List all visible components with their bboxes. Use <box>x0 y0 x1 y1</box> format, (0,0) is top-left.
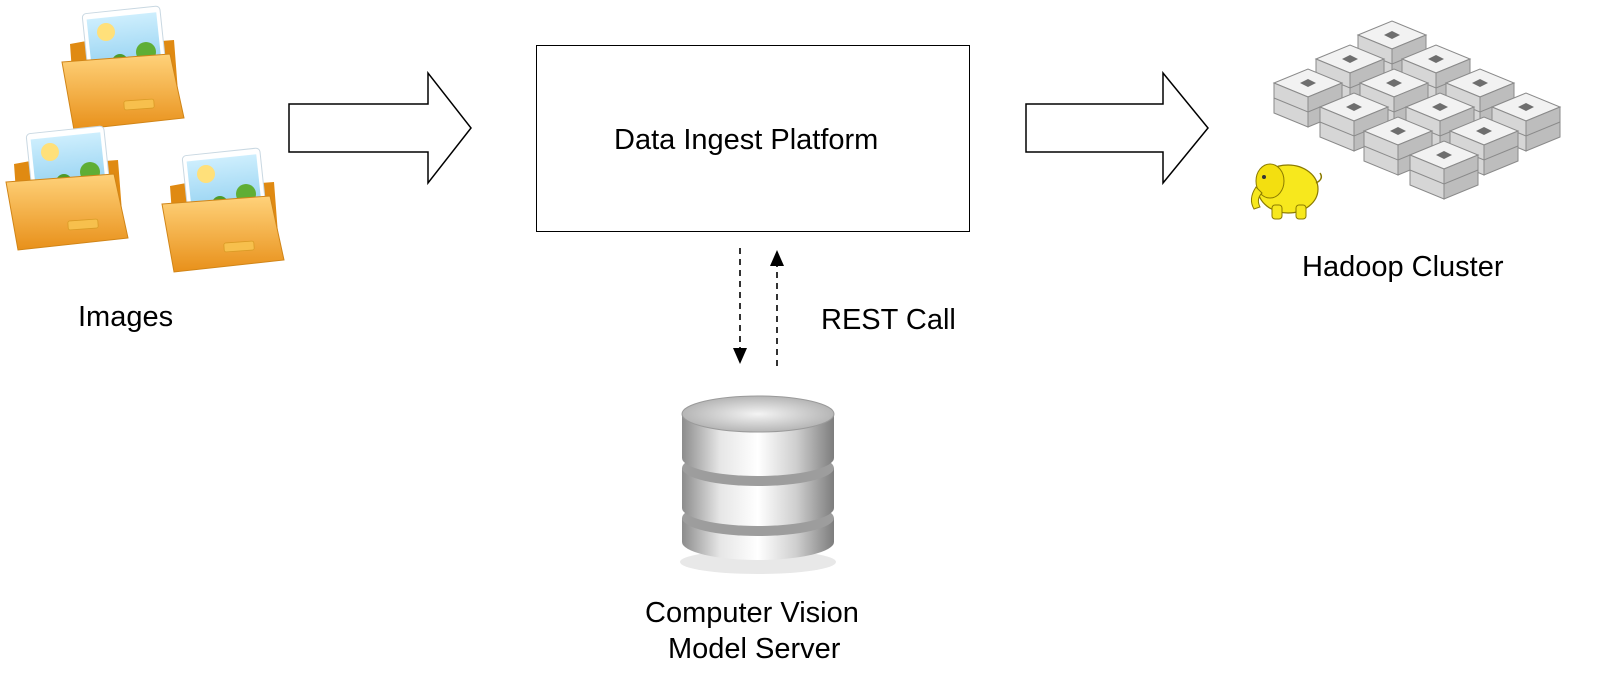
arrowhead-up-icon <box>770 250 784 266</box>
flow-arrow-to-ingest <box>288 70 472 186</box>
image-folder-icon <box>61 5 185 131</box>
hadoop-cluster-graphic <box>1250 20 1561 220</box>
ingest-platform-label: Data Ingest Platform <box>614 124 879 156</box>
database-icon <box>680 395 836 574</box>
flow-arrow-to-hadoop <box>1025 70 1209 186</box>
image-folder-icon <box>161 147 285 273</box>
hadoop-elephant-icon <box>1250 163 1323 220</box>
hadoop-cluster-label: Hadoop Cluster <box>1302 251 1504 283</box>
rest-call-label: REST Call <box>821 304 956 336</box>
server-cluster-icon <box>1273 20 1561 200</box>
cv-server-label-line2: Model Server <box>668 633 841 665</box>
cv-server-label-line1: Computer Vision <box>645 597 859 629</box>
images-group <box>5 5 285 273</box>
images-label: Images <box>78 301 174 333</box>
rest-call-arrows <box>733 248 784 366</box>
image-folder-icon <box>5 125 129 251</box>
ingest-platform-box: Data Ingest Platform <box>536 45 970 232</box>
arrowhead-down-icon <box>733 348 747 364</box>
